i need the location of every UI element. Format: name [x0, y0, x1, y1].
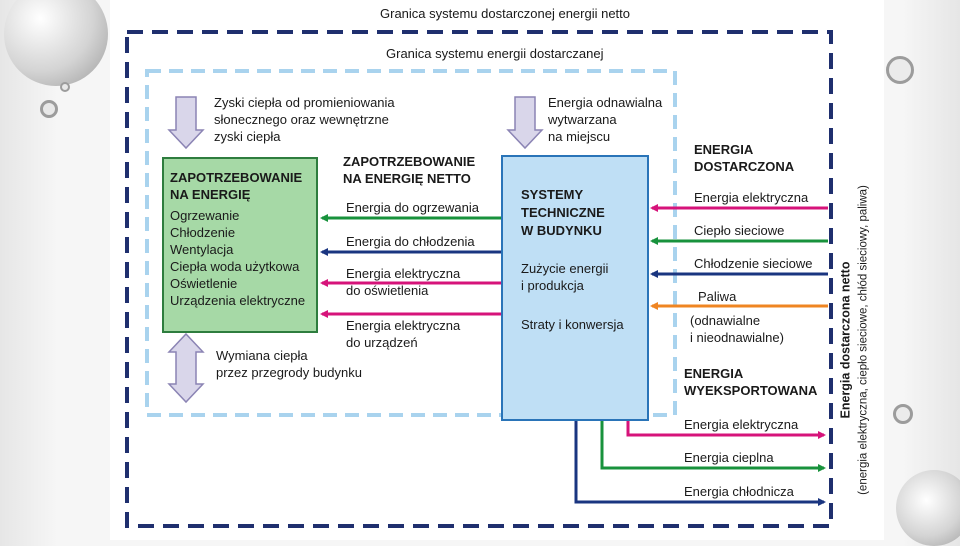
- outer-boundary-frame: [125, 30, 833, 528]
- losses-label: Straty i konwersja: [521, 317, 624, 332]
- net-demand-title: NA ENERGIĘ NETTO: [343, 171, 471, 186]
- exported-energy-title: ENERGIA: [684, 366, 744, 381]
- technical-systems-box: SYSTEMY TECHNICZNE W BUDYNKU Zużycie ene…: [501, 155, 649, 421]
- renewable-energy-arrow: [506, 96, 544, 150]
- exported-cooling-line: [574, 420, 826, 506]
- delivered-fuels-label: Paliwa: [698, 289, 737, 304]
- flow-lighting-label: Energia elektryczna: [346, 266, 461, 281]
- renewable-line: Energia odnawialna: [548, 95, 663, 110]
- technical-systems-title: W BUDYNKU: [521, 223, 602, 238]
- renewable-line: wytwarzana: [548, 112, 617, 127]
- exported-electricity-line: [626, 420, 826, 439]
- heat-exchange-label: przez przegrody budynku: [216, 365, 362, 380]
- inner-boundary-frame: [145, 69, 677, 417]
- energy-usage-label: Zużycie energii: [521, 261, 609, 276]
- demand-item-lighting: Oświetlenie: [170, 276, 238, 291]
- fuels-note: i nieodnawialne): [690, 330, 784, 345]
- flow-lighting-label: do oświetlenia: [346, 283, 429, 298]
- net-delivered-title: Energia dostarczona netto: [838, 261, 853, 419]
- decorative-droplet: [60, 82, 70, 92]
- demand-item-heating: Ogrzewanie: [170, 208, 240, 223]
- exported-heat-label: Energia cieplna: [684, 450, 774, 465]
- delivered-energy-title: ENERGIA: [694, 142, 754, 157]
- inner-boundary-label: Granica systemu energii dostarczanej: [382, 46, 608, 61]
- decorative-droplet: [886, 56, 914, 84]
- diagram-slide: Granica systemu dostarczonej energii net…: [110, 0, 884, 540]
- heat-gains-line: słonecznego oraz wewnętrzne: [214, 112, 389, 127]
- decorative-droplet: [893, 404, 913, 424]
- heat-gains-line: zyski ciepła: [214, 129, 281, 144]
- energy-usage-label: i produkcja: [521, 278, 584, 293]
- heat-exchange-arrow: [167, 332, 205, 404]
- heat-exchange-label: Wymiana ciepła: [216, 348, 308, 363]
- decorative-droplet: [4, 0, 108, 86]
- delivered-electricity-label: Energia elektryczna: [694, 190, 809, 205]
- diagram-graphics: [125, 30, 833, 528]
- energy-demand-box: ZAPOTRZEBOWANIE NA ENERGIĘ Ogrzewanie Ch…: [162, 157, 318, 333]
- flow-appliances-label: do urządzeń: [346, 335, 418, 350]
- demand-item-appliances: Urządzenia elektryczne: [170, 293, 306, 308]
- renewable-line: na miejscu: [548, 129, 611, 144]
- exported-cooling-label: Energia chłodnicza: [684, 484, 794, 499]
- exported-electricity-label: Energia elektryczna: [684, 417, 799, 432]
- flow-cooling-label: Energia do chłodzenia: [346, 234, 475, 249]
- technical-systems-title: SYSTEMY: [521, 187, 584, 202]
- outer-boundary-label: Granica systemu dostarczonej energii net…: [376, 6, 635, 21]
- demand-item-cooling: Chłodzenie: [170, 225, 236, 240]
- exported-energy-title: WYEKSPORTOWANA: [684, 383, 818, 398]
- flow-heating-label: Energia do ogrzewania: [346, 200, 479, 215]
- fuels-note: (odnawialne: [690, 313, 761, 328]
- energy-demand-title: ZAPOTRZEBOWANIE: [170, 170, 303, 185]
- decorative-droplet: [40, 100, 58, 118]
- net-delivered-subtitle: (energia elektryczna, ciepło sieciowe, c…: [857, 185, 870, 495]
- decorative-droplet: [896, 470, 960, 546]
- demand-item-ventilation: Wentylacja: [170, 242, 234, 257]
- energy-demand-title: NA ENERGIĘ: [170, 187, 251, 202]
- heat-gains-arrow: [167, 96, 205, 150]
- technical-systems-title: TECHNICZNE: [521, 205, 605, 220]
- net-demand-title: ZAPOTRZEBOWANIE: [343, 154, 476, 169]
- exported-heat-line: [600, 420, 826, 472]
- demand-item-hot-water: Ciepła woda użytkowa: [170, 259, 300, 274]
- flow-appliances-label: Energia elektryczna: [346, 318, 461, 333]
- delivered-district-cooling-label: Chłodzenie sieciowe: [694, 256, 813, 271]
- delivered-energy-title: DOSTARCZONA: [694, 159, 795, 174]
- delivered-district-heat-label: Ciepło sieciowe: [694, 223, 785, 238]
- heat-gains-line: Zyski ciepła od promieniowania: [214, 95, 395, 110]
